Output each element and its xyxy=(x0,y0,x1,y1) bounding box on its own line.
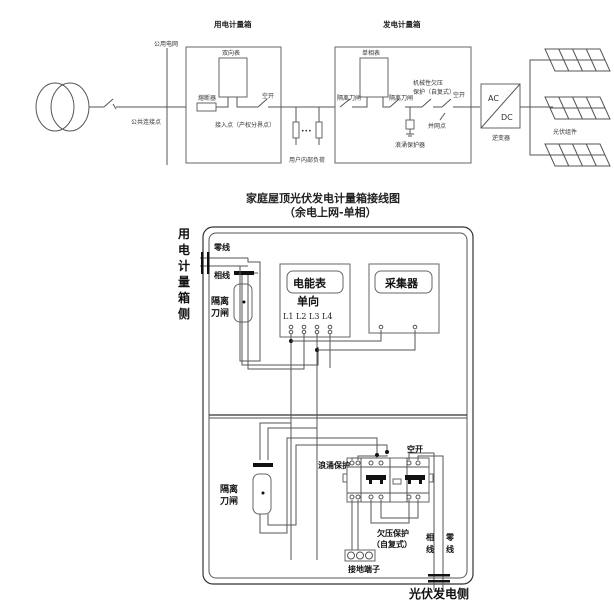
pv-panel-icon-3 xyxy=(544,143,611,167)
pv-neutral-wire xyxy=(417,455,444,580)
isolation-switch-lower-bar xyxy=(253,463,273,467)
bidirectional-meter-label: 双向表 xyxy=(222,49,240,57)
pv-panel-icon-2 xyxy=(544,96,611,120)
transformer-icon xyxy=(35,82,90,132)
public-connection-point-label: 公共连接点 xyxy=(131,118,161,126)
collector-wire-1 xyxy=(291,330,382,342)
pv-wire-clamp xyxy=(428,574,450,577)
undervoltage-switch-icon xyxy=(421,98,432,108)
load-ellipsis: ••• xyxy=(301,128,312,135)
svg-text:侧: 侧 xyxy=(178,306,190,321)
undervoltage-label-line2: 保护（自复式） xyxy=(413,88,455,96)
isolation-switch-left-label: 隔离刀闸 xyxy=(337,94,361,102)
collector-label: 采集器 xyxy=(384,276,419,290)
pv-panel-icon-1 xyxy=(544,48,611,72)
pv-neutral-label-2: 线 xyxy=(446,544,454,554)
svg-text:电: 电 xyxy=(178,242,190,257)
internal-load-resistors xyxy=(292,107,323,145)
pv-live-wire xyxy=(408,452,435,580)
public-grid-label: 公用电网 xyxy=(154,40,178,48)
isolation-switch-upper-bar xyxy=(234,271,254,275)
pv-neutral-label-1: 零 xyxy=(445,532,455,542)
pv-live-label-1: 相 xyxy=(426,532,434,542)
energy-meter-display xyxy=(286,270,344,294)
isolation-switch-upper-label-2: 刀闸 xyxy=(211,307,229,319)
isolation-switch-lower-label-1: 隔离 xyxy=(220,483,238,495)
collector-display xyxy=(374,270,433,294)
svg-text:量: 量 xyxy=(178,275,190,289)
energy-meter-label: 电能表 xyxy=(293,276,327,290)
consumption-box-title: 用电计量箱 xyxy=(214,19,252,29)
ground-terminal-label: 接地端子 xyxy=(348,564,380,574)
undervoltage-label-line1: 欠压保护 xyxy=(377,528,409,538)
bidirectional-meter xyxy=(218,57,248,98)
breaker-label-2: 空开 xyxy=(453,91,465,99)
fuse-label: 熔断器 xyxy=(198,94,216,102)
live-wire-label: 相线 xyxy=(214,270,230,280)
undervoltage-handle-icon xyxy=(366,475,386,484)
din-rail-devices xyxy=(342,457,434,503)
single-phase-meter-label: 单相表 xyxy=(362,49,380,57)
breaker-switch-icon xyxy=(257,98,268,108)
meter-box-enclosure xyxy=(202,226,474,585)
pv-modules-label: 光伏组件 xyxy=(553,128,577,136)
single-phase-meter xyxy=(359,57,389,98)
pv-side-label: 光伏发电侧 xyxy=(408,586,469,601)
fuse-icon xyxy=(196,102,217,112)
collector-wire-2 xyxy=(317,330,416,351)
isolation-switch-lower-label-2: 刀闸 xyxy=(220,495,238,507)
undervoltage-label-line2: （自复式） xyxy=(372,539,412,549)
meter-terminals xyxy=(288,324,333,335)
breaker-label: 空开 xyxy=(407,444,423,454)
svg-text:箱: 箱 xyxy=(178,290,190,305)
ground-terminal-block xyxy=(344,549,376,562)
inverter-dc: DC xyxy=(501,113,513,122)
surge-protector-label: 浪涌保护器 xyxy=(395,141,425,149)
svg-text:计: 计 xyxy=(178,258,190,273)
neutral-wire-label: 零线 xyxy=(213,242,230,252)
generation-box-title: 发电计量箱 xyxy=(382,19,421,29)
generation-meter-box xyxy=(334,46,472,164)
svg-text:L3: L3 xyxy=(309,312,319,321)
access-point-label: 接入点（产权分界点） xyxy=(215,121,275,129)
svg-text:L1: L1 xyxy=(283,312,293,321)
wire-entry-clamp xyxy=(201,252,204,274)
top-single-line-diagram: 公用电网 公共连接点 用电计量箱 双向表 熔断器 空开 接入点（产权分界点） •… xyxy=(35,19,611,167)
switch-icon xyxy=(103,98,114,108)
energy-meter-type: 单向 xyxy=(297,294,319,308)
isolation-switch-right-label: 隔离刀闸 xyxy=(389,94,413,102)
bottom-title-line1: 家庭屋顶光伏发电计量箱接线图 xyxy=(246,191,400,205)
consumption-side-label: 用 电 计 量 箱 侧 xyxy=(177,227,190,321)
grid-point-label: 并网点 xyxy=(428,122,446,130)
isolation-switch-upper-label-1: 隔离 xyxy=(211,295,229,307)
svg-text:L4: L4 xyxy=(322,312,332,321)
bottom-wiring-diagram: 家庭屋顶光伏发电计量箱接线图 （余电上网-单相） 用 电 计 量 箱 侧 零线 … xyxy=(177,191,474,601)
breaker-label-1: 空开 xyxy=(262,92,274,100)
svg-text:用: 用 xyxy=(177,227,190,241)
bottom-title-line2: （余电上网-单相） xyxy=(284,205,377,219)
svg-text:L2: L2 xyxy=(296,312,306,321)
meter-pin-labels: L1 L2 L3 L4 xyxy=(283,312,332,321)
inverter-label: 逆变器 xyxy=(492,134,510,142)
inverter-ac: AC xyxy=(488,94,499,103)
surge-protector-icon xyxy=(405,119,415,130)
pv-live-label-2: 线 xyxy=(426,544,434,554)
internal-load-label: 用户内部负荷 xyxy=(289,156,325,164)
undervoltage-label-line1: 机械性欠压 xyxy=(413,79,443,87)
breaker-handle-icon xyxy=(405,475,425,484)
surge-protection-label: 浪涌保护 xyxy=(318,460,350,470)
